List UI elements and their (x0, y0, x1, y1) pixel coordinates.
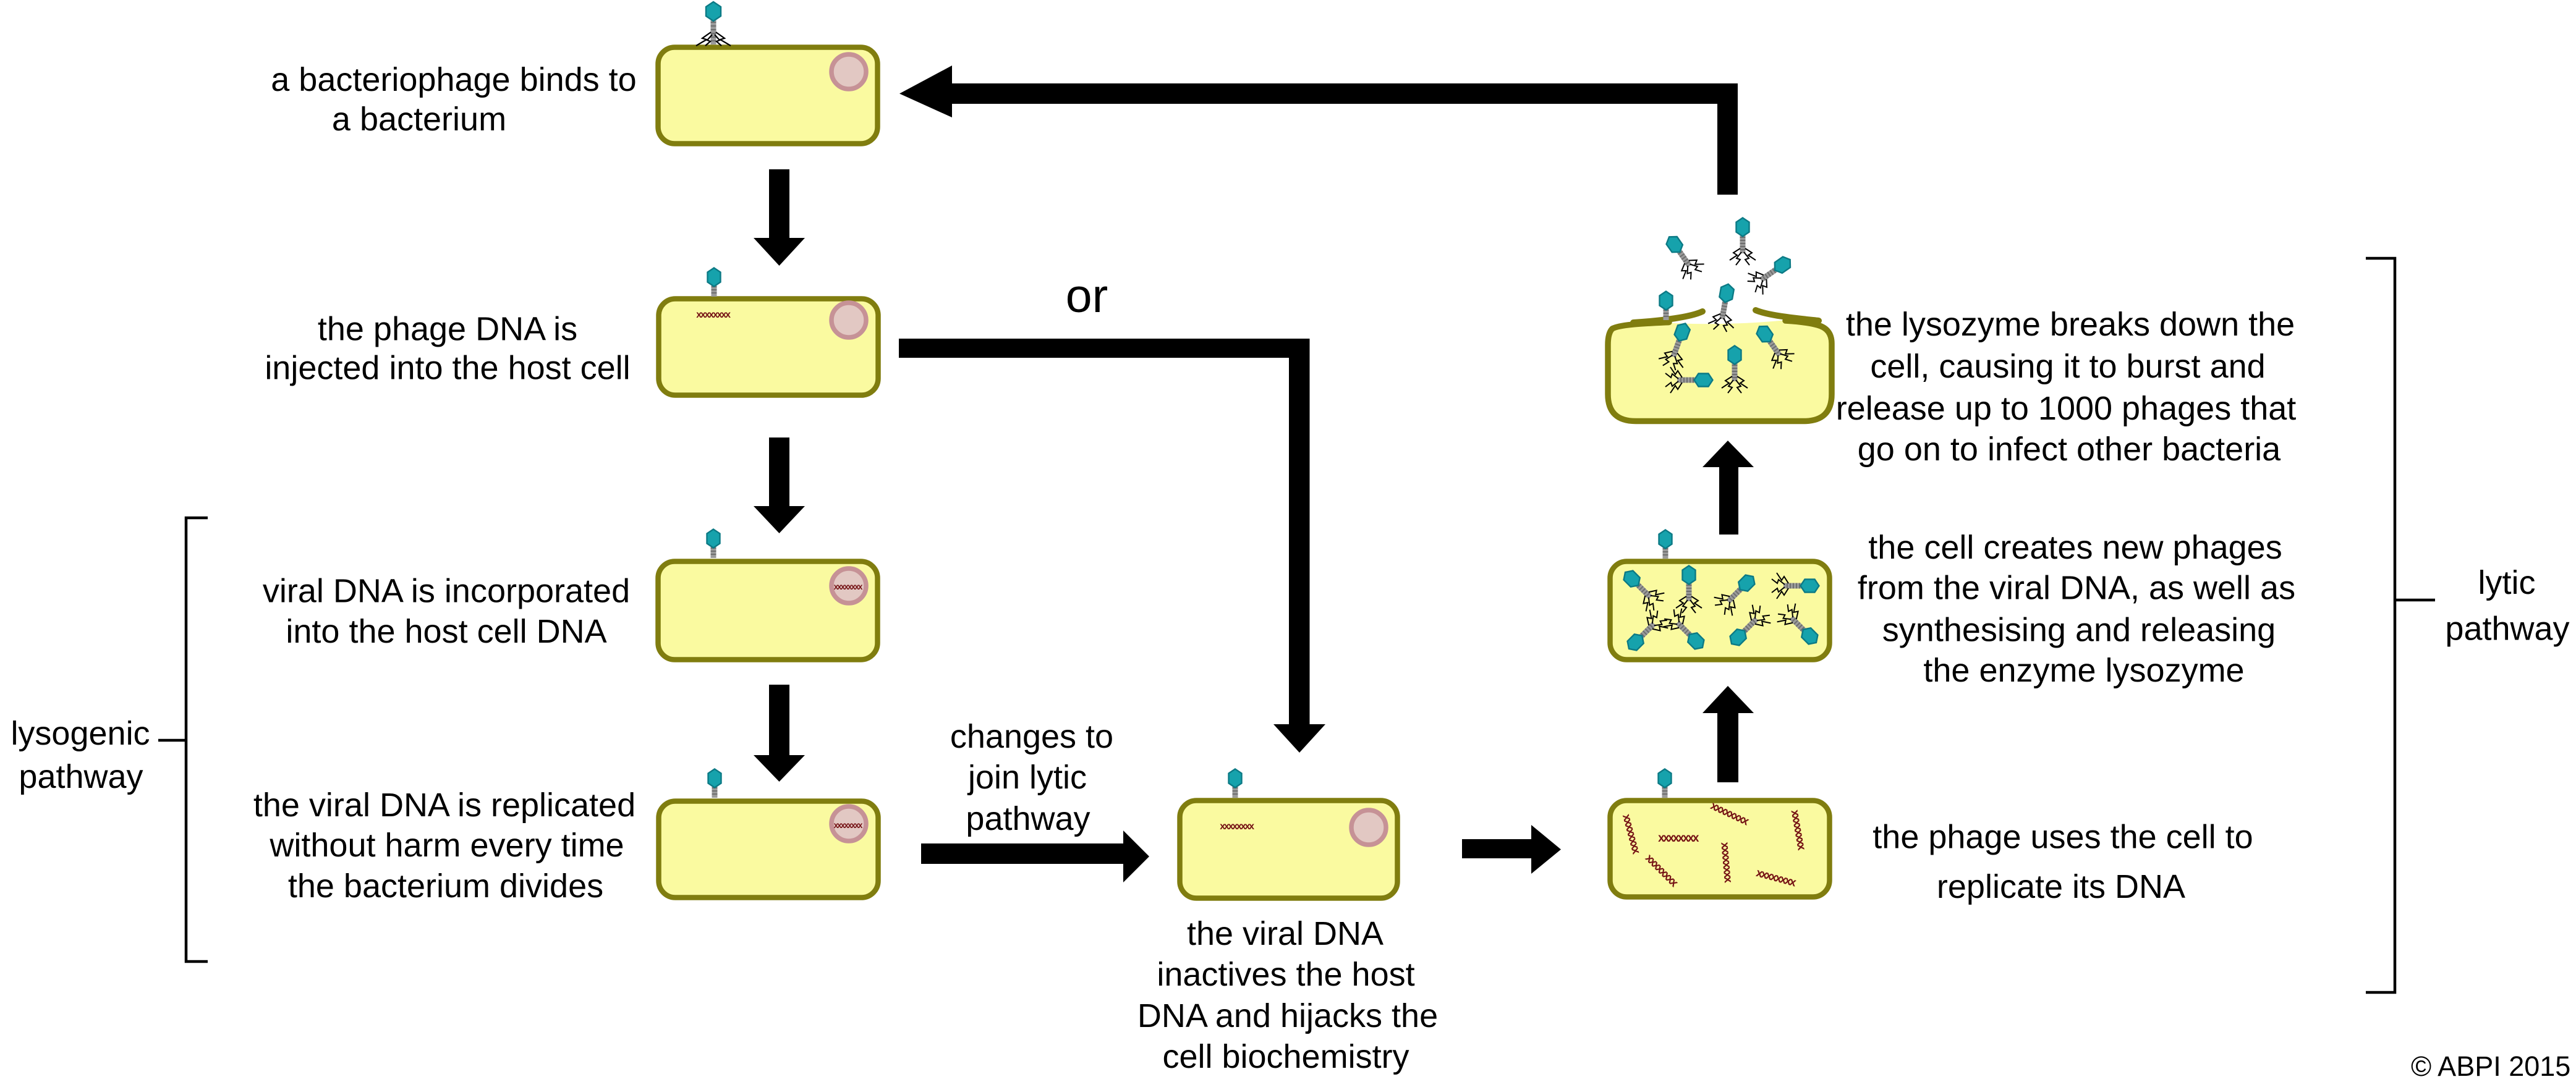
svg-text:the phage DNA is: the phage DNA is (318, 311, 577, 348)
svg-text:the bacterium divides: the bacterium divides (288, 868, 603, 905)
svg-text:the enzyme lysozyme: the enzyme lysozyme (1923, 652, 2244, 689)
svg-text:the lysozyme breaks down the: the lysozyme breaks down the (1846, 306, 2295, 343)
svg-text:cell biochemistry: cell biochemistry (1162, 1038, 1409, 1075)
svg-text:xxxxxxxx: xxxxxxxx (696, 310, 731, 320)
svg-text:inactives the host: inactives the host (1157, 956, 1414, 993)
svg-text:a bacterium: a bacterium (332, 101, 506, 138)
svg-text:xxxxxxxx: xxxxxxxx (1658, 832, 1699, 845)
svg-text:the viral DNA: the viral DNA (1187, 915, 1384, 952)
svg-text:replicate its DNA: replicate its DNA (1937, 868, 2185, 905)
svg-text:DNA and hijacks the: DNA and hijacks the (1137, 997, 1438, 1034)
svg-text:injected into the host cell: injected into the host cell (265, 350, 630, 387)
svg-text:pathway: pathway (2445, 611, 2569, 648)
svg-text:lytic: lytic (2478, 564, 2536, 601)
svg-text:viral DNA is incorporated: viral DNA is incorporated (263, 573, 630, 610)
svg-text:a bacteriophage binds to: a bacteriophage binds to (271, 61, 636, 98)
svg-text:© ABPI 2015: © ABPI 2015 (2411, 1050, 2570, 1082)
svg-text:xxxxxxxx: xxxxxxxx (834, 582, 863, 591)
svg-text:cell, causing it to burst and: cell, causing it to burst and (1870, 348, 2265, 385)
svg-text:lysogenic: lysogenic (11, 715, 150, 752)
svg-text:xxxxxxxx: xxxxxxxx (834, 821, 863, 830)
svg-text:join lytic: join lytic (967, 759, 1087, 796)
svg-text:from the viral DNA, as well as: from the viral DNA, as well as (1858, 570, 2295, 607)
svg-text:changes to: changes to (950, 718, 1113, 755)
svg-text:without harm every time: without harm every time (269, 827, 624, 864)
svg-text:the viral DNA is replicated: the viral DNA is replicated (253, 787, 635, 824)
svg-text:pathway: pathway (966, 800, 1090, 837)
svg-text:go on to infect other bacteria: go on to infect other bacteria (1858, 431, 2281, 468)
svg-text:xxxxxxxx: xxxxxxxx (1220, 821, 1254, 832)
svg-text:synthesising and releasing: synthesising and releasing (1882, 612, 2276, 649)
svg-text:release up to 1000 phages that: release up to 1000 phages that (1836, 390, 2297, 427)
svg-text:pathway: pathway (19, 758, 143, 795)
svg-text:into the host cell DNA: into the host cell DNA (286, 613, 606, 650)
svg-text:the cell creates new phages: the cell creates new phages (1868, 529, 2282, 566)
svg-text:the phage uses the cell to: the phage uses the cell to (1872, 819, 2253, 856)
svg-text:or: or (1066, 269, 1108, 323)
